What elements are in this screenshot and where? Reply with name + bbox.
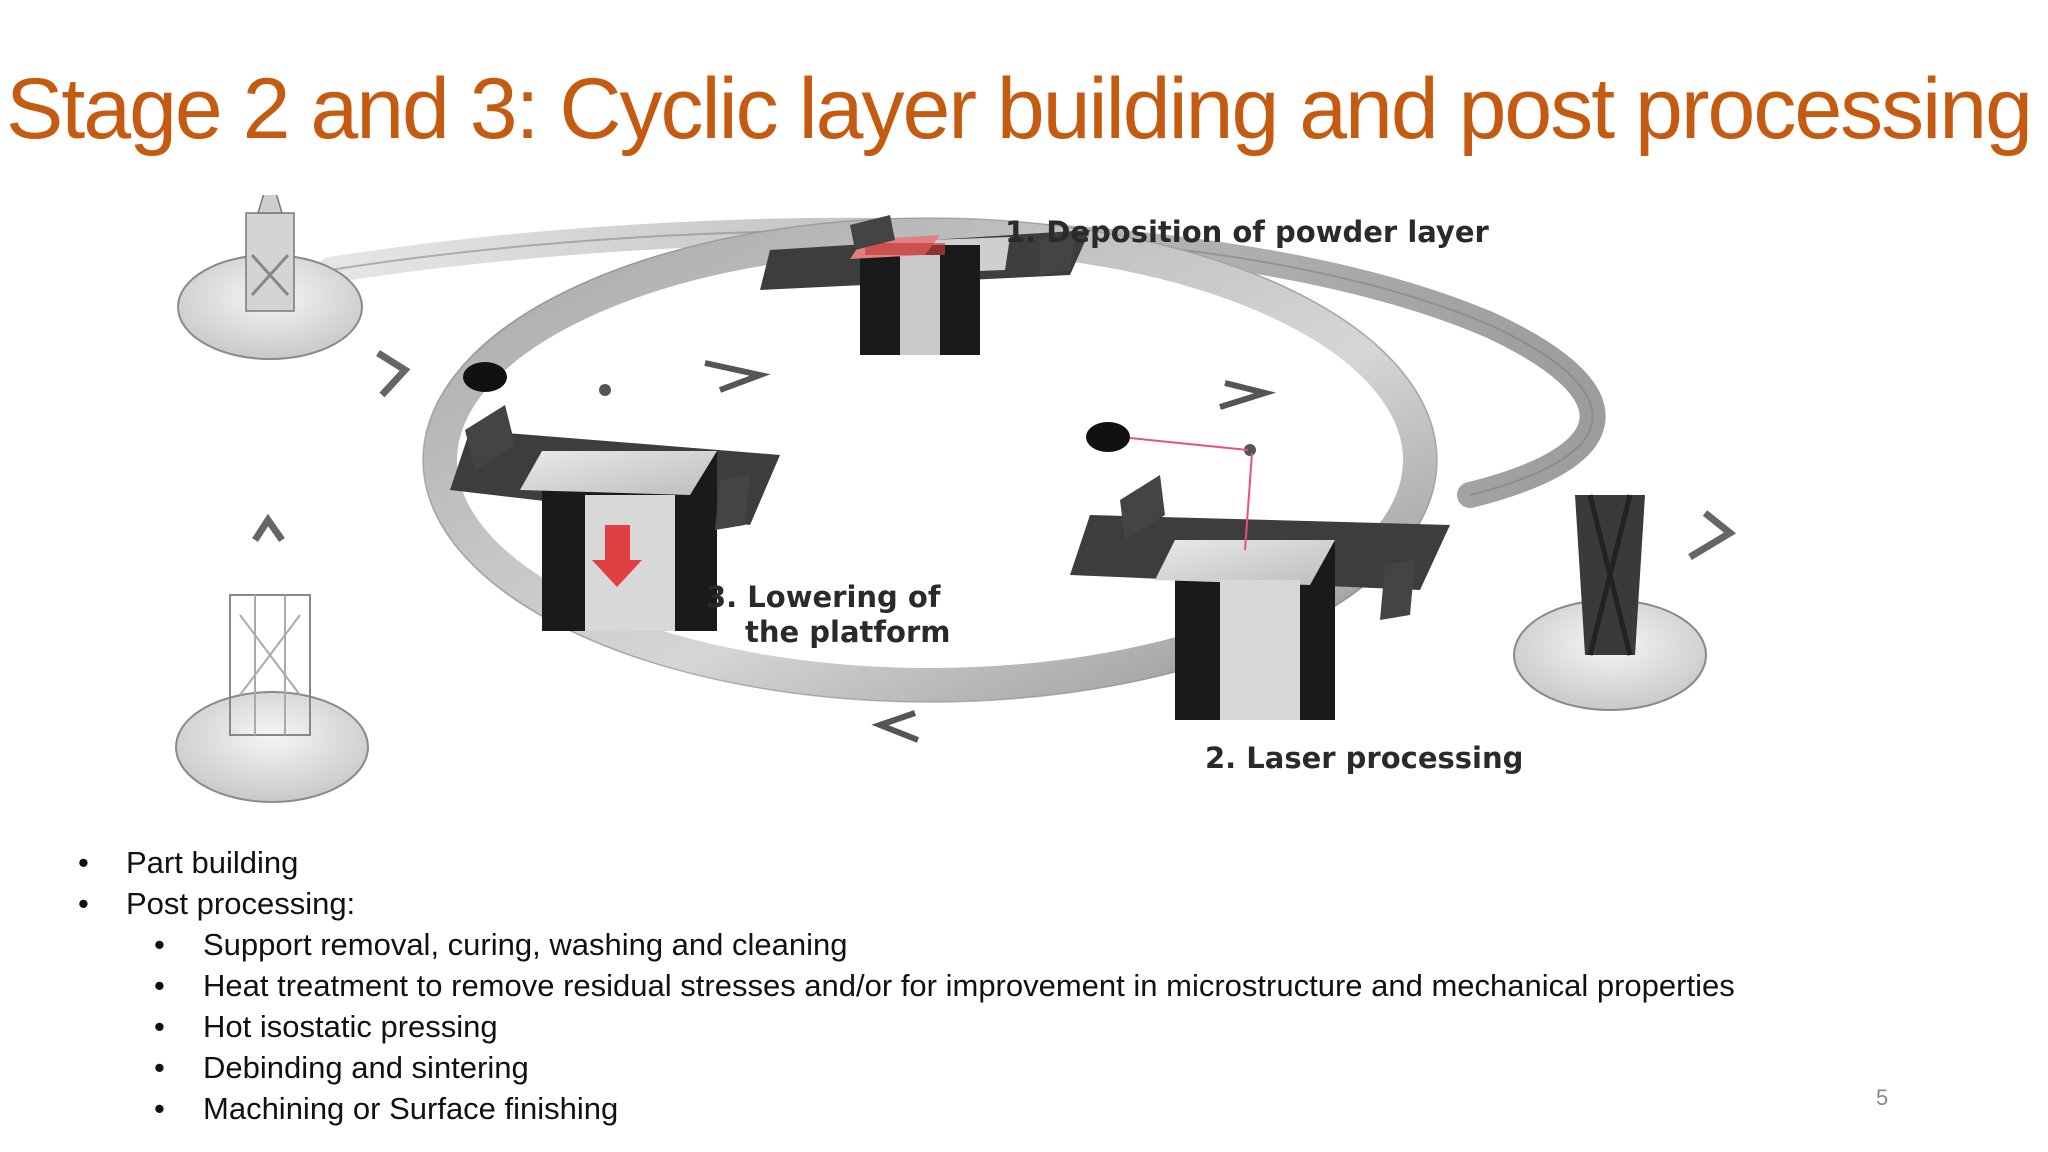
sub-bullet-item: Debinding and sintering [74, 1047, 1735, 1088]
bullet-item: Part building [74, 842, 1735, 883]
part-with-supports-left [175, 594, 369, 803]
bullet-list: Part building Post processing: Support r… [74, 842, 1735, 1129]
step1-label: 1. Deposition of powder layer [1005, 215, 1489, 249]
outer-arrow-right [1688, 510, 1737, 561]
sub-bullet-item: Heat treatment to remove residual stress… [74, 965, 1735, 1006]
ring-arrow-bottom [871, 710, 920, 743]
laser-beam [1129, 437, 1249, 451]
page-number: 5 [1876, 1085, 1889, 1110]
outer-arrow-left [376, 350, 411, 398]
step3-label-line2: the platform [745, 615, 951, 649]
machine-lowering [450, 362, 780, 631]
step3-label-line1: 3. Lowering of [706, 580, 941, 614]
process-diagram: 1. Deposition of powder layer 2. Laser p… [160, 195, 1810, 815]
lower-arrow-icon [592, 525, 642, 587]
bullet-item: Post processing: [74, 883, 1735, 924]
ring-arrow-top-left [704, 360, 771, 393]
finished-part-left [177, 195, 363, 360]
machine-deposition [760, 215, 1090, 355]
step2-label: 2. Laser processing [1205, 741, 1524, 775]
sub-bullet-item: Hot isostatic pressing [74, 1006, 1735, 1047]
ring-arrow-right [1219, 380, 1277, 410]
finished-part-right [1513, 494, 1707, 711]
slide-title: Stage 2 and 3: Cyclic layer building and… [6, 61, 2033, 157]
process-diagram-illustration [175, 195, 1737, 803]
up-arrow-left [252, 513, 285, 543]
machine-laser [1070, 422, 1450, 720]
inner-cycle-ring [423, 218, 1437, 702]
sub-bullet-item: Support removal, curing, washing and cle… [74, 924, 1735, 965]
sub-bullet-item: Machining or Surface finishing [74, 1088, 1735, 1129]
